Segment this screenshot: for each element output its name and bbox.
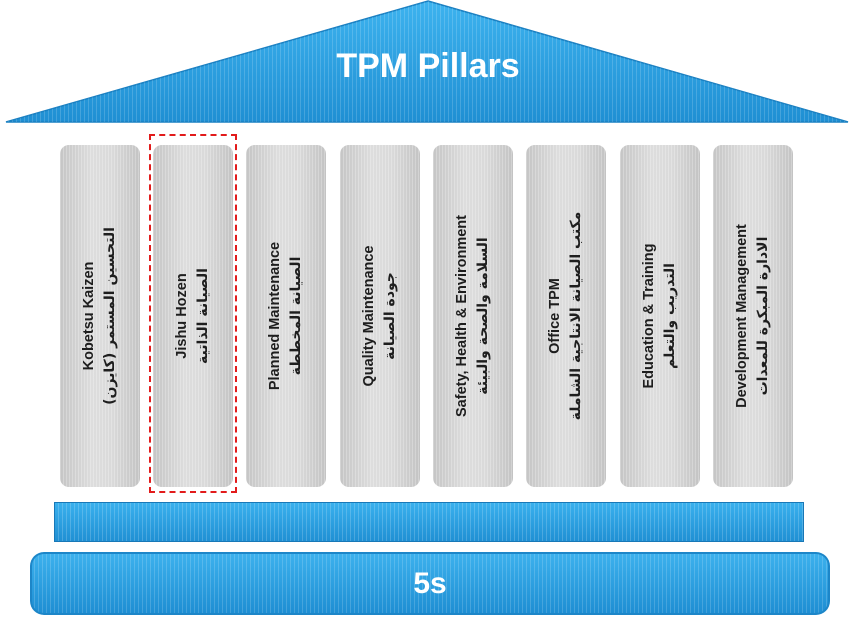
pillar-label-en: Kobetsu Kaizen <box>81 261 97 371</box>
foundation-step <box>54 502 804 542</box>
pillar-label-ar: التحسين المستمر (كايزن) <box>102 227 118 405</box>
pillar-label-en: Office TPM <box>547 278 563 354</box>
pillar-label-ar: الادارة المبكرة للمعدات <box>755 236 771 396</box>
pillar-safety-health-environment: Safety, Health & Environment السلامة وال… <box>433 145 513 487</box>
pillar-education-training: Education & Training التدريب والتعلم <box>620 145 700 487</box>
highlight-frame <box>149 134 237 493</box>
roof <box>5 0 849 123</box>
pillar-label-ar: مكتب الصيانة الانتاجية الشاملة <box>568 211 584 421</box>
pillar-label-en: Development Management <box>734 224 750 408</box>
pillar-label-ar: الصيانة المخططة <box>288 256 304 376</box>
foundation-base: 5s <box>30 552 830 615</box>
pillar-office-tpm: Office TPM مكتب الصيانة الانتاجية الشامل… <box>526 145 606 487</box>
pillar-planned-maintenance: Planned Maintenance الصيانة المخططة <box>246 145 326 487</box>
pillar-label-en: Safety, Health & Environment <box>454 215 470 417</box>
pillar-label-en: Quality Maintenance <box>361 245 377 387</box>
pillar-quality-maintenance: Quality Maintenance جودة الصيانة <box>340 145 420 487</box>
pillar-label-ar: التدريب والتعلم <box>662 263 678 369</box>
base-label: 5s <box>413 567 447 600</box>
pillar-jishu-hozen: Jishu Hozen الصيانة الذاتية <box>153 145 233 487</box>
pillar-label-ar: جودة الصيانة <box>382 272 398 360</box>
pillar-kobetsu-kaizen: Kobetsu Kaizen التحسين المستمر (كايزن) <box>60 145 140 487</box>
pillar-label-en: Education & Training <box>641 243 657 389</box>
pillar-label-ar: السلامة والصحة والبيئة <box>475 237 491 395</box>
roof-title: TPM Pillars <box>336 47 520 85</box>
pillar-label-en: Planned Maintenance <box>267 241 283 391</box>
pillar-development-management: Development Management الادارة المبكرة ل… <box>713 145 793 487</box>
